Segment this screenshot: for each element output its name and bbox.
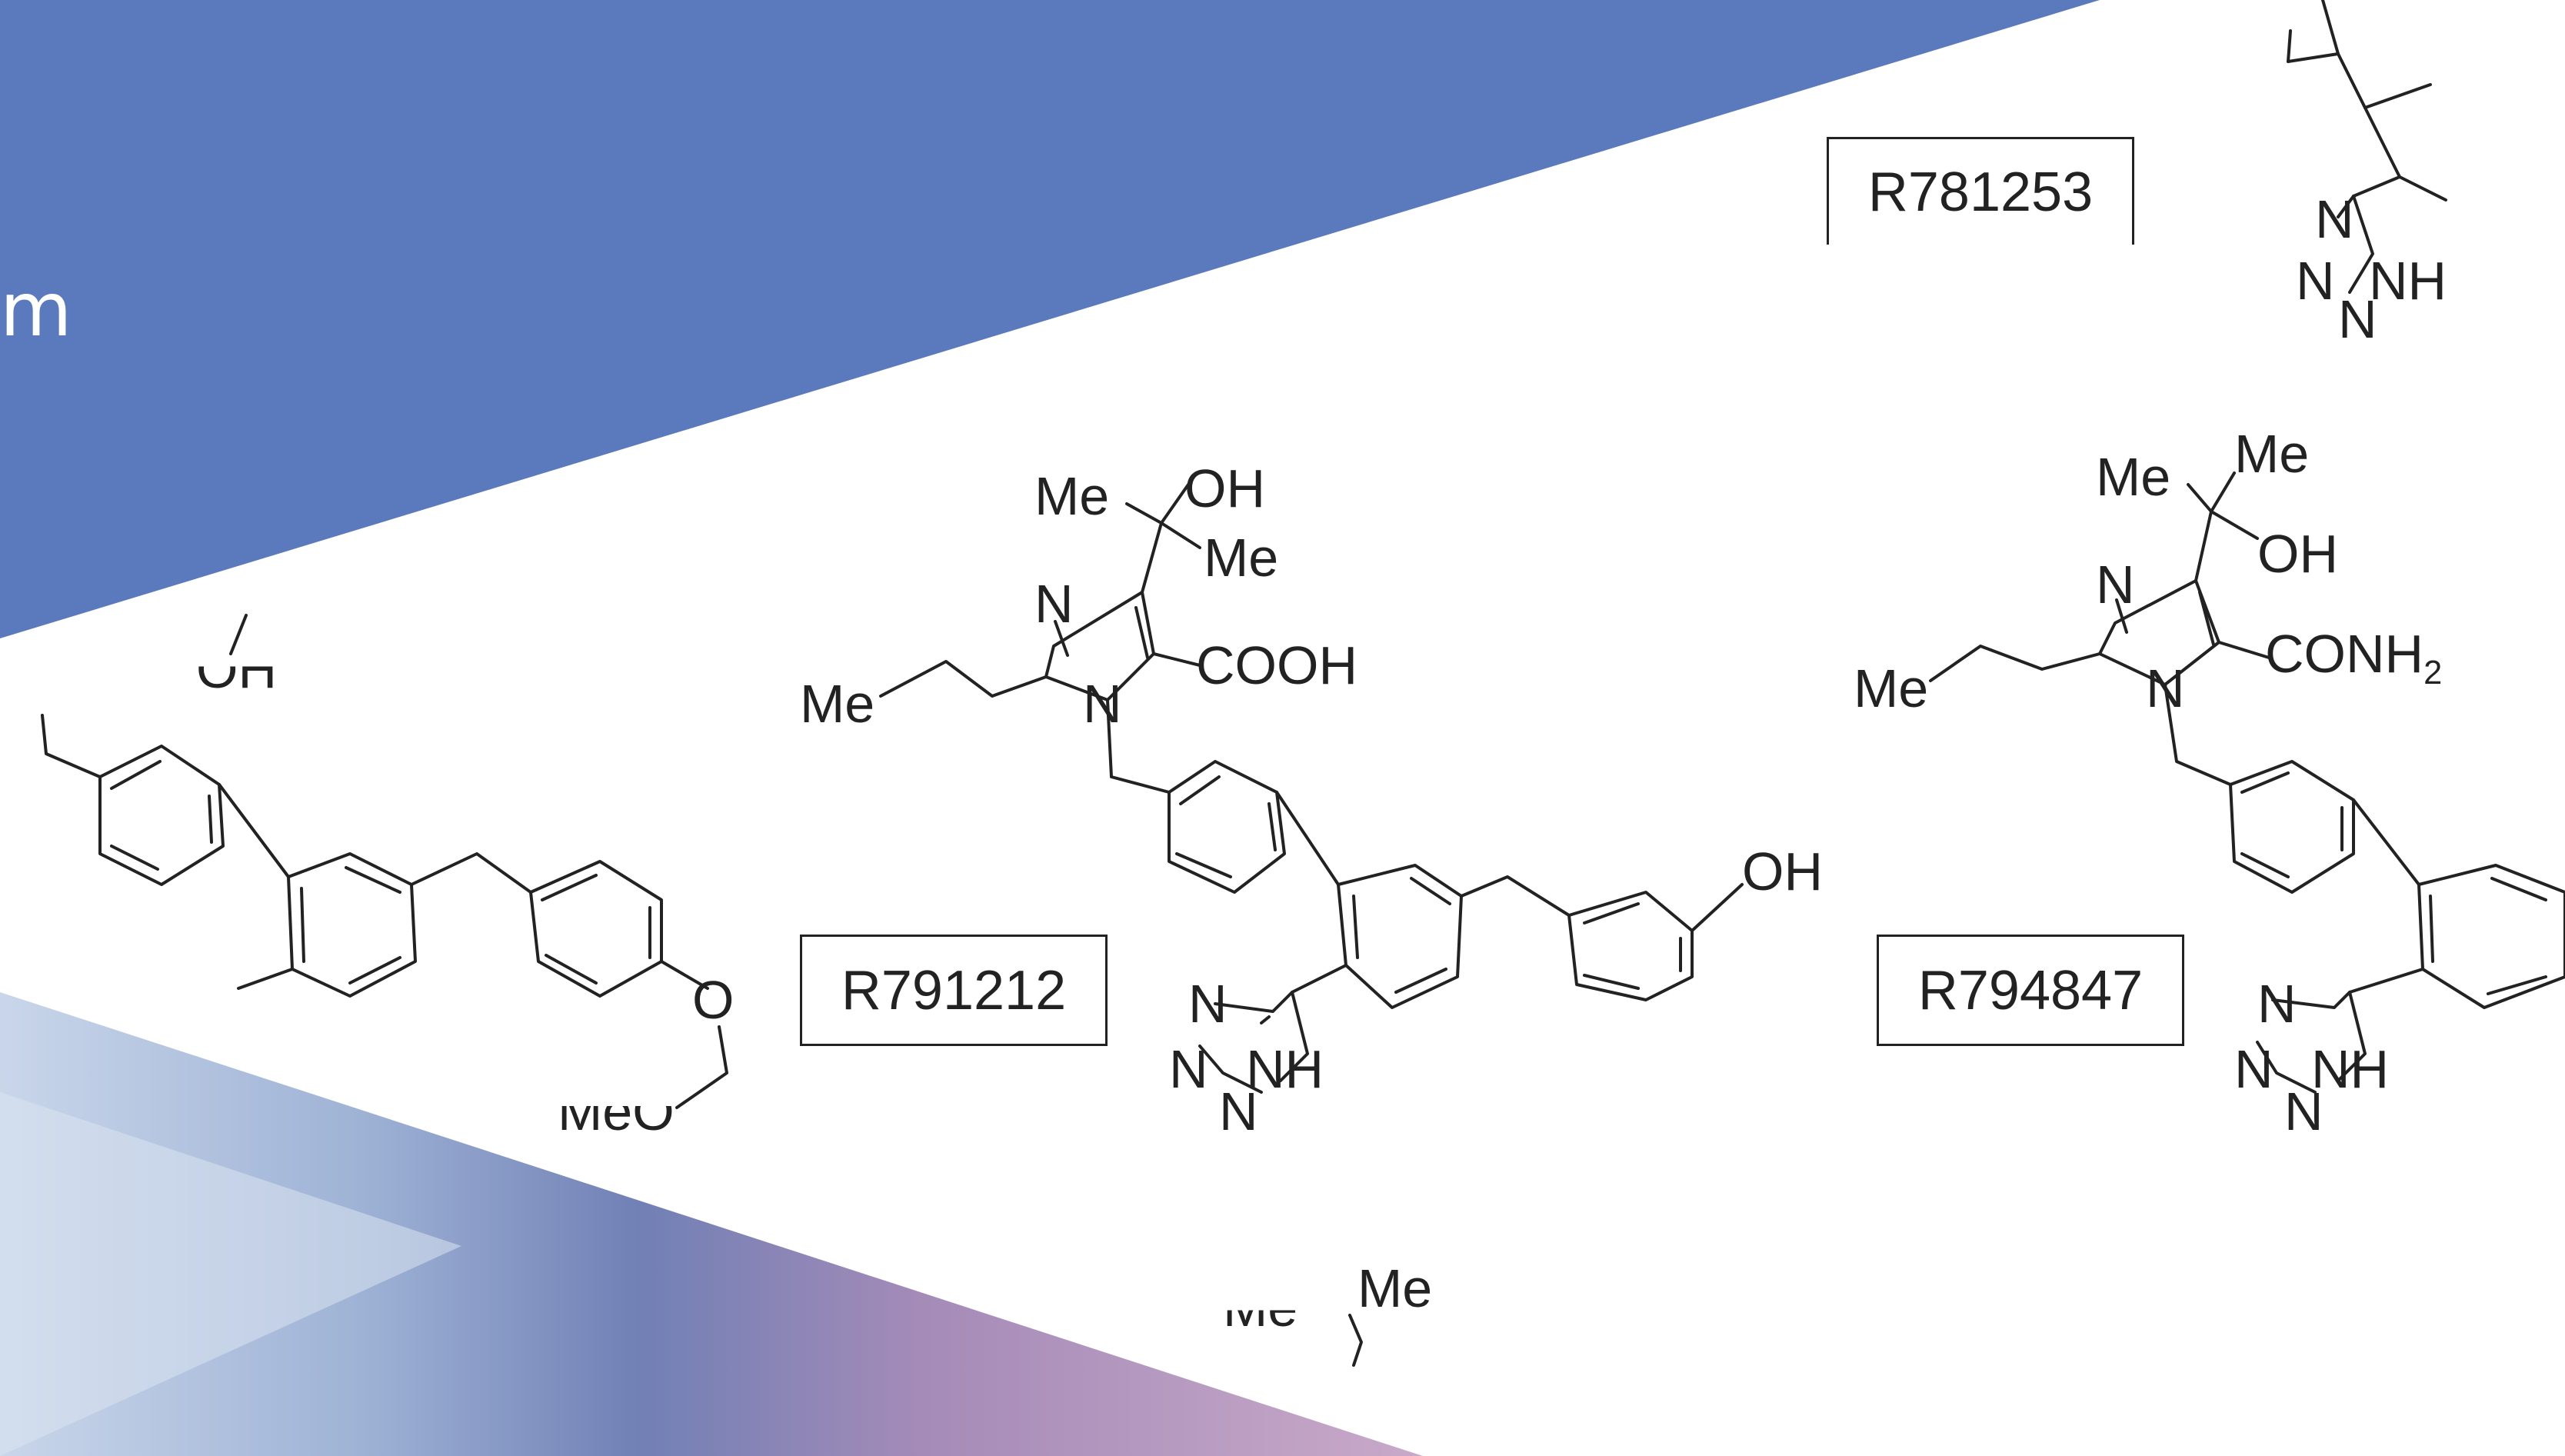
atom-label: NH: [2369, 251, 2447, 311]
atom-label: OH: [1184, 458, 1265, 518]
atom-label: N: [1034, 574, 1074, 634]
atom-label: N: [2315, 189, 2354, 249]
compound-r781253-structure: [2287, 0, 2447, 294]
compound-id-box-r794847: R794847: [1877, 935, 2184, 1046]
atom-label: N: [2338, 289, 2377, 349]
atom-label: NH: [2311, 1039, 2390, 1099]
banner-blue-band: [0, 0, 2100, 638]
atom-label: Me: [1357, 1258, 1433, 1318]
photo-highlight: [0, 1092, 461, 1456]
atom-label: N: [2296, 251, 2335, 311]
atom-label-partial: Me: [1223, 1278, 1298, 1338]
atom-label: N: [2096, 555, 2135, 615]
atom-label: NH: [1246, 1039, 1324, 1099]
atom-label: N: [1169, 1039, 1208, 1099]
compound-id-label: R781253: [1867, 161, 2094, 223]
atom-label: N: [1083, 674, 1122, 734]
atom-label: COOH: [1196, 635, 1357, 695]
atom-label: Me: [1204, 528, 1279, 588]
left-fragment-structure: [41, 614, 728, 1109]
atom-label: OH: [1742, 841, 1823, 901]
atom-label: Me: [2234, 424, 2310, 484]
compound-r794847-structure: [1929, 471, 2565, 1094]
atom-label-partial: MeO: [558, 1081, 675, 1141]
structure-drawings: [41, 0, 2565, 1367]
atom-label: CONH2: [2265, 627, 2442, 691]
atom-label: N: [2284, 1081, 2323, 1141]
banner-title-fragment: m: [0, 267, 72, 353]
atom-label: O: [692, 970, 735, 1030]
amide-text: CONH: [2265, 624, 2424, 684]
atom-label: OH: [2257, 524, 2338, 584]
atom-label: N: [2234, 1039, 2274, 1099]
banner-photo-strip: [0, 992, 1423, 1456]
compound-id-box-r781253: R781253: [1827, 137, 2134, 245]
atom-label: N: [2146, 658, 2185, 718]
atom-label: Me: [800, 674, 875, 734]
atom-label: Me: [1034, 466, 1110, 526]
atom-label: Me: [1854, 658, 1929, 718]
compound-r791212-structure: [879, 483, 1744, 1094]
amide-subscript: 2: [2423, 655, 2443, 692]
atom-label: N: [2257, 974, 2297, 1034]
bottom-fragment-structure: [1348, 1314, 1363, 1367]
atom-label: Me: [2096, 447, 2171, 507]
atom-label: N: [1188, 974, 1228, 1034]
compound-id-label: R791212: [841, 959, 1067, 1021]
atom-label-partial: OH: [196, 639, 277, 699]
compound-id-box-r791212: R791212: [800, 935, 1108, 1046]
compound-id-label: R794847: [1917, 959, 2144, 1021]
atom-label: N: [1219, 1081, 1258, 1141]
